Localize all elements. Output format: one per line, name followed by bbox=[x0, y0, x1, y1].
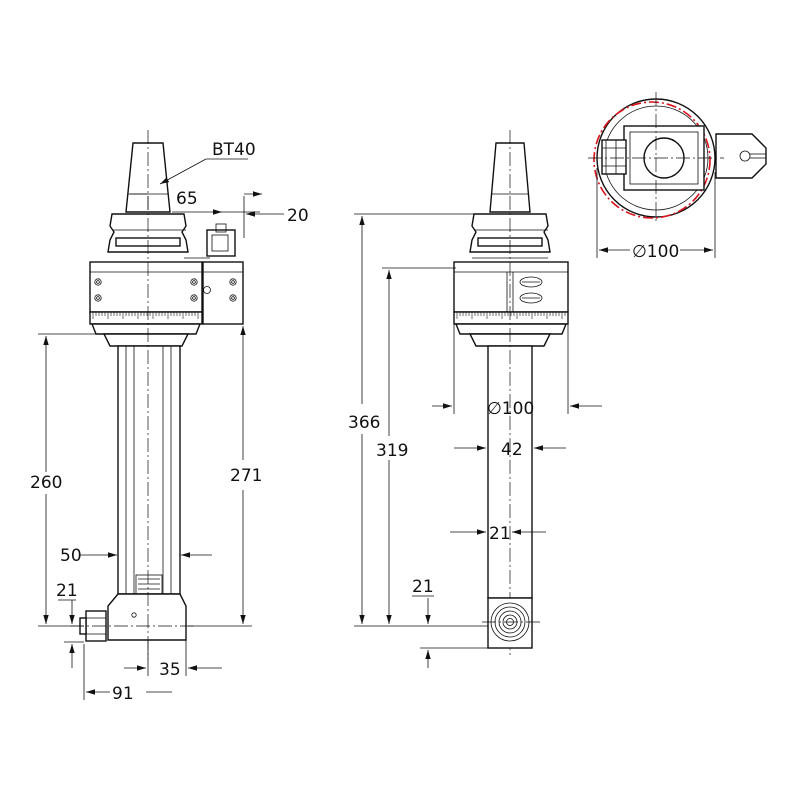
front-dim-42: 42 bbox=[501, 440, 523, 460]
side-key-block bbox=[206, 229, 236, 257]
front-head bbox=[487, 597, 533, 649]
side-dim-91: 91 bbox=[112, 684, 134, 704]
side-dim-260: 260 bbox=[30, 473, 62, 493]
top-dim-dia100: ∅100 bbox=[632, 242, 679, 262]
side-head bbox=[107, 593, 187, 641]
front-dim-21-vertical: 21 bbox=[412, 577, 434, 597]
side-housing bbox=[89, 261, 203, 313]
side-taper-label: BT40 bbox=[212, 140, 256, 160]
side-dim-65: 65 bbox=[176, 189, 198, 209]
front-dim-dia100: ∅100 bbox=[487, 399, 534, 419]
top-highlight-circle bbox=[593, 101, 711, 219]
side-dim-271: 271 bbox=[230, 466, 262, 486]
side-dim-50: 50 bbox=[60, 546, 82, 566]
top-clamp-bracket bbox=[715, 133, 767, 179]
side-dim-21: 21 bbox=[56, 581, 78, 601]
front-view: 366 319 ∅100 42 21 21 bbox=[348, 130, 602, 668]
side-arm bbox=[117, 345, 181, 595]
top-view: ∅100 bbox=[588, 92, 767, 262]
front-dim-21: 21 bbox=[489, 524, 511, 544]
front-dim-366: 366 bbox=[348, 413, 380, 433]
side-dim-20: 20 bbox=[287, 206, 309, 226]
front-dim-319: 319 bbox=[376, 441, 408, 461]
front-housing bbox=[453, 261, 569, 313]
side-scale-ring bbox=[89, 311, 203, 325]
side-dim-35: 35 bbox=[159, 660, 181, 680]
side-view: BT40 65 20 260 271 50 21 bbox=[30, 130, 309, 704]
